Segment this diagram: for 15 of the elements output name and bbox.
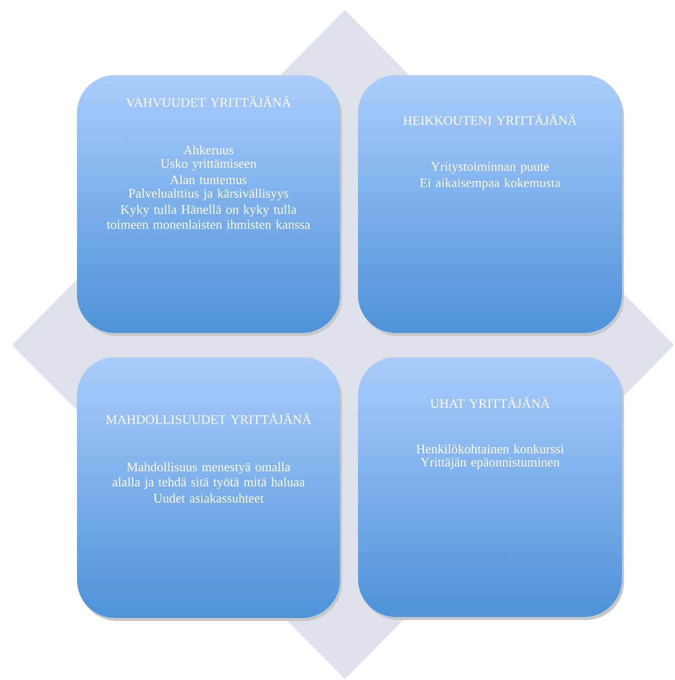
box-heading: MAHDOLLISUUDET YRITTÄJÄNÄ <box>106 413 312 424</box>
list-item: Ei aikaisempaa kokemusta <box>420 178 560 190</box>
list-item: Palvelualttius ja kärsivällisyys <box>128 188 288 200</box>
list-item: Yrittäjän epäonnistuminen <box>420 458 560 470</box>
list-item: Yritystoiminnan puute <box>430 162 549 174</box>
list-item: Usko yrittämiseen <box>160 158 256 171</box>
list-item: Uudet asiakassuhteet <box>154 493 264 503</box>
box-heading: VAHVUUDET YRITTÄJÄNÄ <box>126 96 291 107</box>
box-heading: UHAT YRITTÄJÄNÄ <box>430 397 550 408</box>
box-heading: HEIKKOUTENI YRITTÄJÄNÄ <box>403 114 577 125</box>
list-item: Ahkeruus <box>183 145 234 154</box>
list-item: Kyky tulla Hänellä on kyky tulla toimeen monenlaisten ihmisten kanssa <box>106 204 310 229</box>
list-item: Alan tuntemus <box>170 174 247 184</box>
list-item: Henkilökohtainen konkurssi <box>416 444 564 454</box>
list-item: Mahdollisuus menestyä omalla alalla ja tehdä sitä työtä mitä haluaa <box>112 462 305 490</box>
